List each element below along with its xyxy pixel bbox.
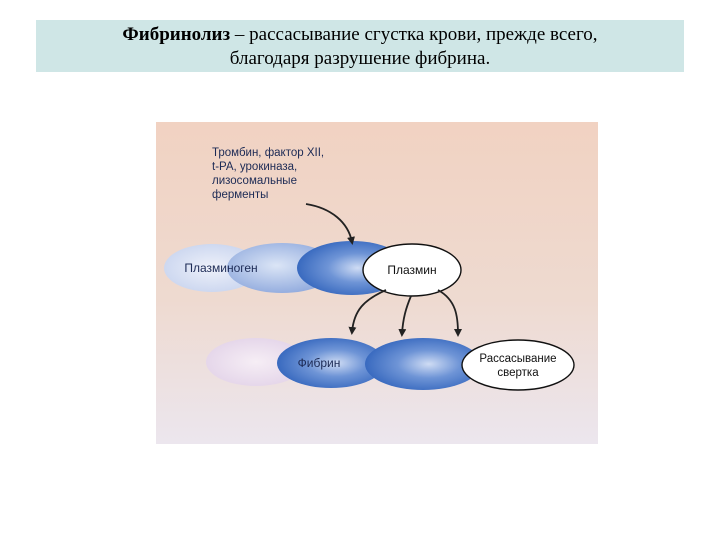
activation-arrow (305, 203, 355, 245)
plasmin-cleavage-arrow (398, 295, 412, 337)
dissolution-node (461, 339, 575, 391)
plasmin-to-fibrin-arrow (348, 289, 387, 335)
plasmin-label: Плазмин (387, 263, 436, 277)
title-line-1: Фибринолиз – рассасывание сгустка крови,… (36, 23, 684, 47)
activators-line-1: Тромбин, фактор XII, (212, 147, 324, 159)
plasmin-node (362, 243, 462, 297)
fibrin-blob-1 (206, 338, 306, 386)
fibrin-blob-3 (365, 338, 481, 390)
activators-line-2: t-PA, урокиназа, (212, 161, 297, 173)
diagram-canvas: Плазминоген Плазмин Фибрин Рассасывание … (156, 122, 598, 444)
plasmin-to-dissolution-arrow (437, 289, 462, 337)
title-line-2: благодаря разрушение фибрина. (229, 48, 491, 69)
slide-title: Фибринолиз – рассасывание сгустка крови,… (36, 20, 684, 72)
dissolution-label-line-1: Рассасывание (479, 353, 556, 365)
plasminogen-label: Плазминоген (184, 261, 257, 275)
activators-line-4: ферменты (212, 189, 268, 201)
activators-text: Тромбин, фактор XII, t-PA, урокиназа, ли… (212, 147, 327, 201)
activators-line-3: лизосомальные (212, 175, 297, 187)
title-term: Фибринолиз (122, 24, 231, 45)
title-definition: – рассасывание сгустка крови, прежде все… (230, 24, 598, 45)
dissolution-label-line-2: свертка (497, 367, 539, 379)
fibrin-label: Фибрин (298, 356, 341, 370)
fibrin-blob-2 (277, 338, 385, 388)
fibrinolysis-diagram: Плазминоген Плазмин Фибрин Рассасывание … (156, 122, 598, 444)
